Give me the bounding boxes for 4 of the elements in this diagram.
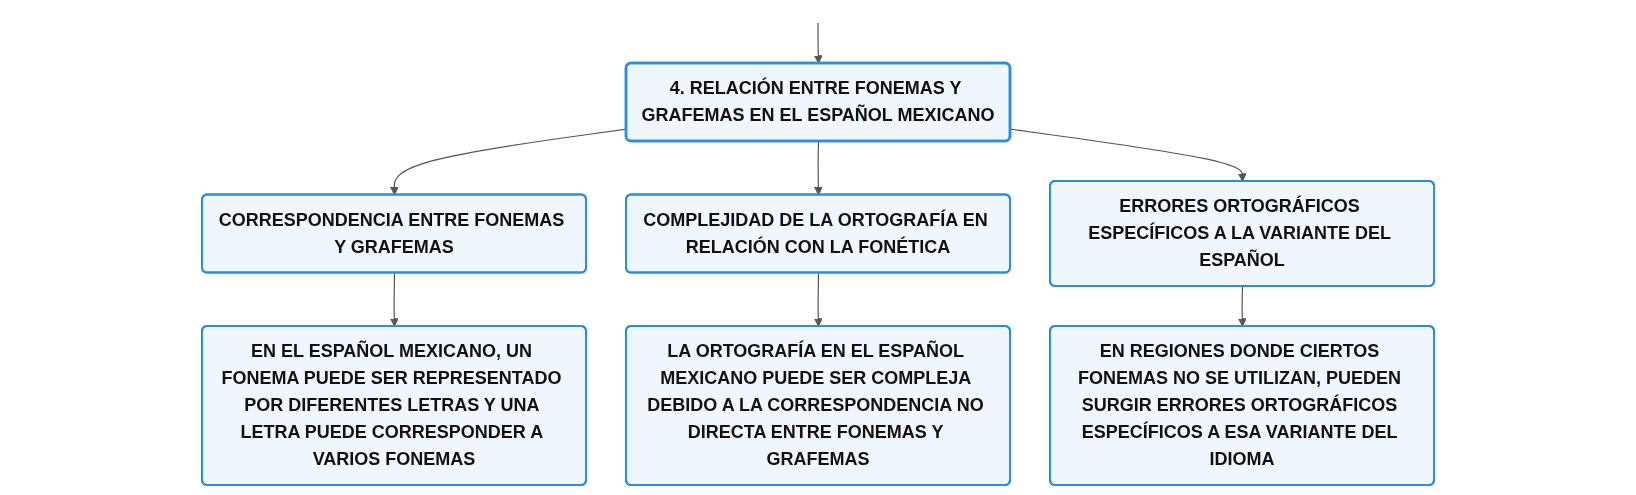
arrow — [389, 271, 399, 327]
arrow — [1237, 285, 1247, 327]
arrow — [813, 271, 823, 327]
arrow — [814, 140, 823, 195]
